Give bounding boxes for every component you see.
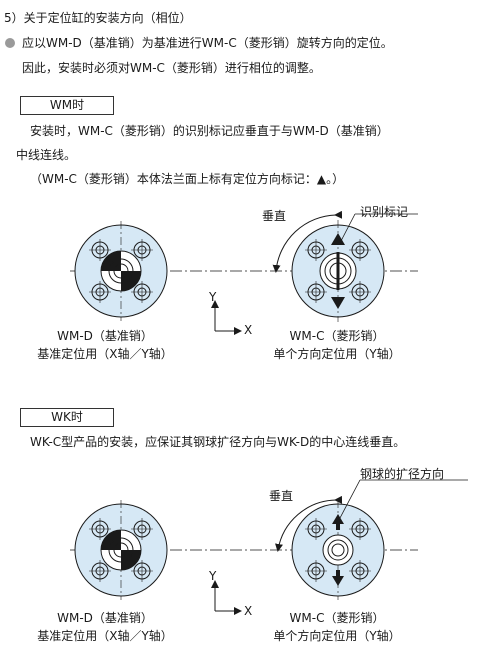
intro-line-1: 应以WM-D（基准销）为基准进行WM-C（菱形销）旋转方向的定位。 — [22, 36, 393, 50]
wm-c-diamond-pin-disc — [291, 220, 385, 322]
wk-left-caption-2: 基准定位用（X轴／Y轴） — [37, 629, 173, 643]
wm-axis-x-label: X — [244, 323, 253, 337]
wk-vertical-arc-arrow — [275, 495, 343, 552]
wk-xy-axis-icon — [211, 580, 242, 615]
wk-right-caption-1: WM-C（菱形销） — [289, 611, 385, 625]
wm-vertical-arc-arrow — [272, 210, 343, 273]
wm-right-caption-1: WM-C（菱形销） — [289, 329, 385, 343]
wk-d-base-pin-disc — [74, 500, 168, 600]
wm-left-caption-2: 基准定位用（X轴／Y轴） — [37, 347, 173, 361]
wk-c-diamond-pin-disc — [291, 500, 385, 600]
wm-xy-axis-icon — [211, 300, 242, 335]
section-heading: 5）关于定位缸的安装方向（相位） — [4, 11, 192, 25]
wm-left-caption-1: WM-D（基准销） — [57, 329, 153, 343]
wm-mark-down-triangle-icon — [331, 297, 345, 309]
wk-axis-y-label: Y — [209, 569, 217, 583]
wm-d-base-pin-disc — [74, 221, 168, 321]
intro-line-2: 因此，安装时必须对WM-C（菱形销）进行相位的调整。 — [22, 61, 321, 75]
wm-text-line-2: 中线连线。 — [16, 148, 77, 162]
wk-expand-down-arrow-icon — [332, 576, 344, 586]
wk-right-caption-2: 单个方向定位用（Y轴） — [273, 629, 401, 643]
wk-left-caption-1: WM-D（基准销） — [57, 611, 153, 625]
wk-axis-x-label: X — [244, 604, 253, 618]
wk-mark-label: 钢球的扩径方向 — [360, 467, 445, 481]
wk-mark-leader-line — [339, 479, 361, 519]
wm-mark-leader-line — [340, 213, 356, 242]
wk-text-line-1: WK-C型产品的安装，应保证其钢球扩径方向与WK-D的中心连线垂直。 — [30, 435, 406, 449]
wm-section-label: WM时 — [20, 96, 114, 115]
wm-axis-y-label: Y — [209, 290, 217, 304]
bullet-icon — [5, 38, 15, 48]
wm-text-line-1: 安装时，WM-C（菱形销）的识别标记应垂直于与WM-D（基准销） — [30, 124, 389, 138]
wk-section-label: WK时 — [20, 408, 114, 427]
wm-right-caption-2: 单个方向定位用（Y轴） — [273, 347, 401, 361]
wm-mark-label: 识别标记 — [360, 205, 409, 219]
wm-text-line-3: （WM-C（菱形销）本体法兰面上标有定位方向标记：▲。） — [30, 172, 345, 186]
